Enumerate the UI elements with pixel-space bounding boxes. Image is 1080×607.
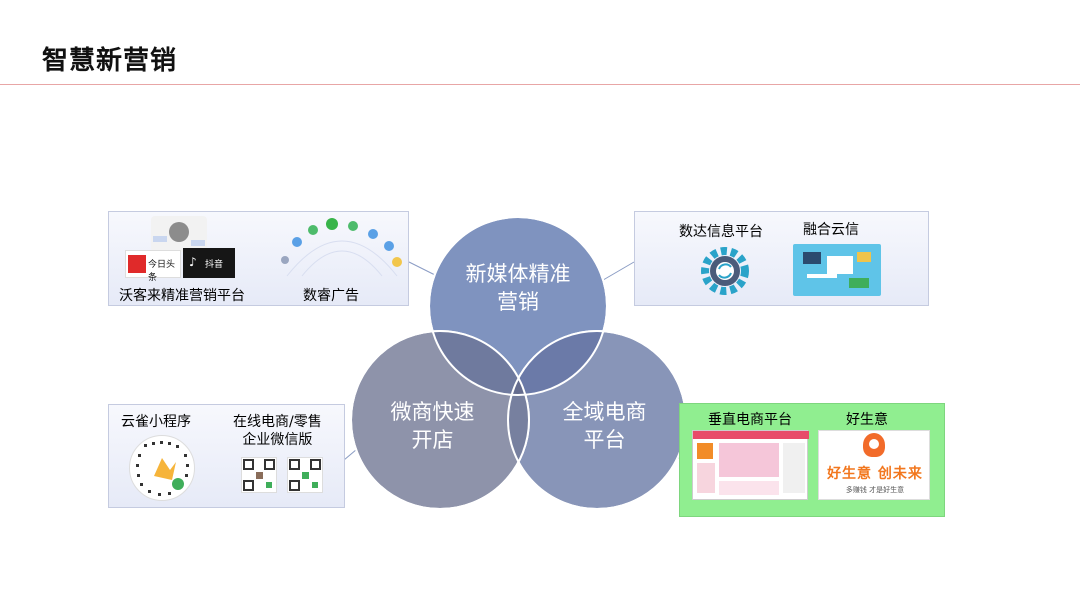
- label-haoshengyi: 好生意: [846, 412, 888, 428]
- douyin-logo: ♪ 抖音: [183, 248, 235, 278]
- box-ecommerce-platforms: 垂直电商平台 好生意 好生意 创未来 多赚钱 才是好生意: [679, 403, 945, 517]
- social-collage-image: [151, 216, 207, 252]
- messaging-illustration: [793, 244, 881, 296]
- circle-label-new-media: 新媒体精准 营销: [465, 262, 571, 314]
- haoshengyi-ad-image: 好生意 创未来 多赚钱 才是好生意: [818, 430, 930, 500]
- ecommerce-storefront-screenshot: [692, 430, 809, 500]
- label-vertical-ecommerce: 垂直电商平台: [708, 412, 792, 428]
- page-title: 智慧新营销: [42, 46, 178, 76]
- label-yunque-mini-program: 云雀小程序: [121, 414, 191, 430]
- ad-network-graphic: [281, 218, 402, 277]
- label-ronghe-yunxin: 融合云信: [803, 222, 859, 238]
- label-wokelai-platform: 沃客来精准营销平台: [119, 288, 245, 304]
- box-precision-marketing: 今日头条 ♪ 抖音 沃客来精准营销平台 数睿广告: [108, 211, 409, 306]
- gear-icon: [701, 247, 749, 295]
- connector-line-top-left: [408, 261, 436, 276]
- circle-label-wechat-store: 微商快速 开店: [390, 400, 475, 452]
- toutiao-logo: 今日头条: [125, 250, 181, 283]
- circle-label-ecommerce: 全域电商 平台: [562, 400, 647, 452]
- label-shurui-ads: 数睿广告: [303, 288, 359, 304]
- haoshengyi-slogan: 好生意 创未来: [827, 466, 923, 482]
- haoshengyi-sub-slogan: 多赚钱 才是好生意: [845, 486, 905, 494]
- mini-program-code: [129, 435, 195, 501]
- label-online-retail-wechat: 在线电商/零售 企业微信版: [233, 414, 322, 448]
- overlap-top-left: [429, 331, 529, 395]
- box-mini-programs: 云雀小程序 在线电商/零售 企业微信版: [108, 404, 345, 508]
- label-shuda-platform: 数达信息平台: [679, 224, 763, 240]
- box-information-platforms: 数达信息平台 融合云信: [634, 211, 929, 306]
- qr-code-wechat: [287, 457, 323, 493]
- overlap-top-right: [508, 331, 607, 395]
- title-divider: [0, 84, 1080, 85]
- qr-code-retail: [241, 457, 277, 493]
